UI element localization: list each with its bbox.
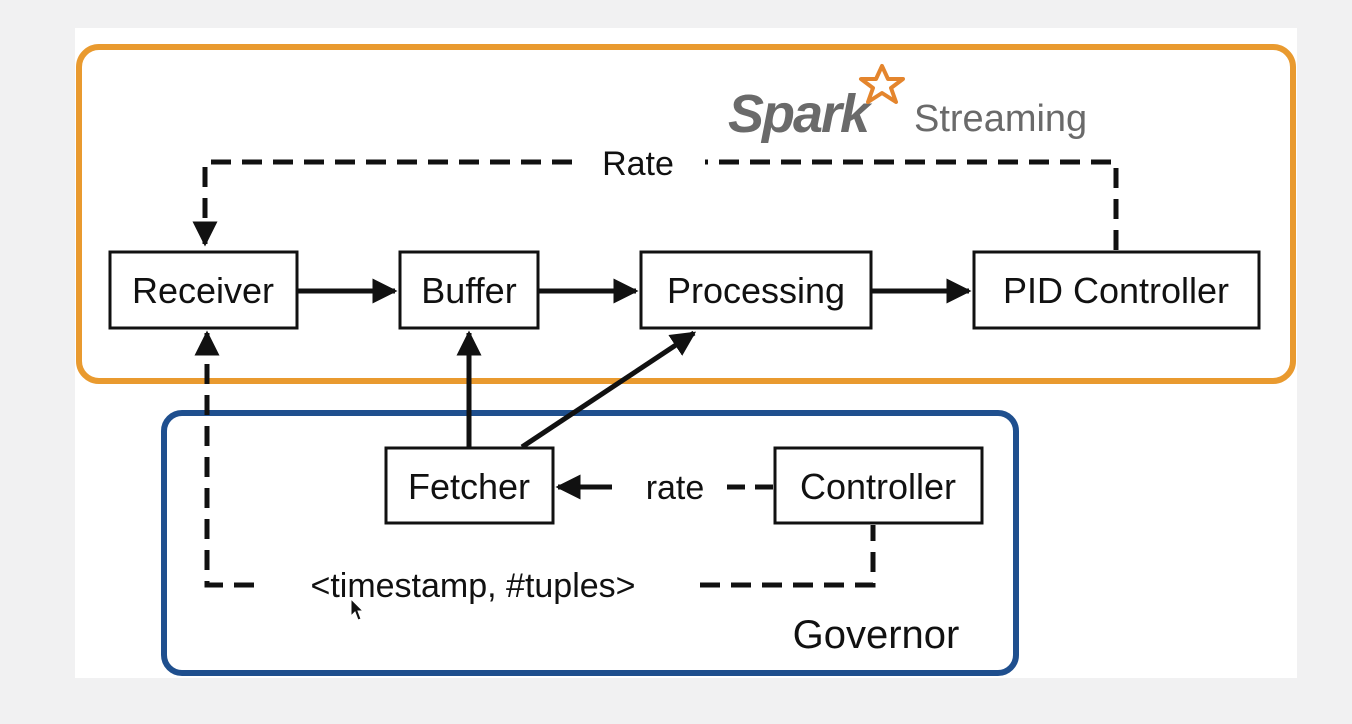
star-icon bbox=[859, 64, 905, 104]
node-buffer: Buffer bbox=[398, 250, 540, 330]
rate-feedback-loop: Rate bbox=[192, 145, 1119, 250]
arrow-fetcher-to-processing bbox=[520, 330, 697, 450]
node-pid-controller: PID Controller bbox=[972, 250, 1261, 330]
slide-panel bbox=[75, 28, 1297, 678]
governor-title: Governor bbox=[793, 613, 960, 657]
node-receiver: Receiver bbox=[108, 250, 299, 330]
governor-rate-label: rate bbox=[646, 469, 705, 507]
node-processing: Processing bbox=[639, 250, 873, 330]
spark-logo-text: Spark bbox=[728, 84, 873, 144]
governor-container bbox=[161, 410, 1019, 676]
spark-streaming-logo: Spark Streaming bbox=[728, 64, 1087, 144]
spark-logo-subtitle: Streaming bbox=[914, 98, 1087, 140]
node-buffer-label: Buffer bbox=[421, 270, 516, 311]
spark-streaming-container bbox=[76, 44, 1296, 384]
node-controller-label: Controller bbox=[800, 466, 956, 507]
node-controller: Controller bbox=[773, 446, 984, 525]
node-fetcher: Fetcher bbox=[384, 446, 555, 525]
timestamp-feedback-link: <timestamp, #tuples> bbox=[194, 330, 876, 605]
node-receiver-label: Receiver bbox=[132, 270, 274, 311]
mouse-cursor-icon bbox=[350, 597, 365, 621]
node-pid-controller-label: PID Controller bbox=[1003, 270, 1229, 311]
node-fetcher-label: Fetcher bbox=[408, 466, 530, 507]
timestamp-tuples-label: <timestamp, #tuples> bbox=[310, 567, 635, 605]
node-processing-label: Processing bbox=[667, 270, 845, 311]
rate-label: Rate bbox=[602, 145, 674, 183]
rate-control-link: rate bbox=[555, 469, 773, 507]
